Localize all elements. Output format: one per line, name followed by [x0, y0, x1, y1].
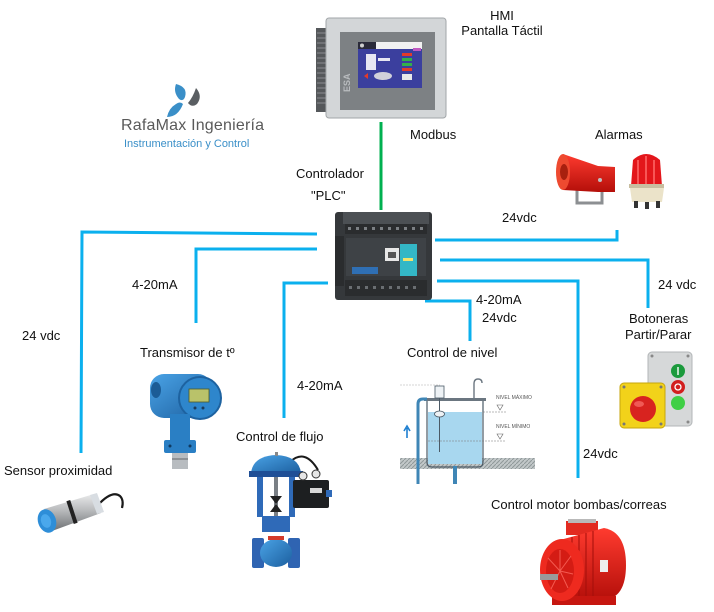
line-flow	[282, 281, 328, 418]
alarms-label: Alarmas	[595, 127, 643, 142]
buttons-sublabel: Partir/Parar	[625, 327, 692, 342]
hmi-touch-panel: ESA	[316, 17, 447, 119]
temperature-transmitter	[150, 374, 222, 469]
proximity-label: Sensor proximidad	[4, 463, 113, 478]
level-signal2-label: 24vdc	[482, 310, 517, 325]
motor-signal-label: 24vdc	[583, 446, 618, 461]
buttons-signal-label: 24 vdc	[658, 277, 697, 292]
temperature-label: Transmisor de tº	[140, 345, 235, 360]
flow-control-valve	[249, 452, 332, 568]
svg-text:ESA: ESA	[342, 73, 352, 92]
line-buttons	[440, 258, 650, 308]
level-max-label: NIVEL MÁXIMO	[496, 394, 532, 401]
motor-label: Control motor bombas/correas	[491, 497, 667, 512]
buttons-label: Botoneras	[629, 311, 689, 326]
flow-label: Control de flujo	[236, 429, 324, 444]
electric-motor	[540, 519, 626, 605]
alarm-beacon	[629, 154, 664, 209]
push-button-station	[619, 351, 693, 429]
hmi-title: HMI	[490, 8, 514, 23]
line-motor	[437, 279, 580, 478]
hmi-label: HMI Pantalla Táctil	[452, 8, 552, 38]
company-tagline: Instrumentación y Control	[124, 138, 250, 150]
proximity-signal-label: 24 vdc	[22, 328, 61, 343]
line-proximity	[79, 230, 318, 454]
line-level	[425, 299, 472, 341]
flow-signal-label: 4-20mA	[297, 378, 343, 393]
level-min-label: NIVEL MÍNIMO	[496, 423, 530, 430]
alarm-siren	[556, 154, 615, 205]
line-alarms	[435, 230, 619, 242]
plc-controller	[335, 212, 432, 300]
plc-title: Controlador	[296, 166, 364, 181]
modbus-label: Modbus	[410, 127, 457, 142]
level-signal-label: 4-20mA	[476, 292, 522, 307]
connection-lines	[79, 122, 650, 478]
proximity-sensor	[37, 493, 124, 533]
temperature-signal-label: 4-20mA	[132, 277, 178, 292]
line-temperature	[194, 247, 317, 323]
plc-subtitle: "PLC"	[311, 188, 346, 203]
company-name: RafaMax Ingeniería	[121, 117, 265, 134]
hmi-subtitle: Pantalla Táctil	[461, 23, 543, 38]
alarms-signal-label: 24vdc	[502, 210, 537, 225]
level-control-tank: NIVEL MÁXIMO NIVEL MÍNIMO	[400, 378, 535, 484]
company-logo-icon	[167, 84, 200, 117]
level-label: Control de nivel	[407, 345, 498, 360]
